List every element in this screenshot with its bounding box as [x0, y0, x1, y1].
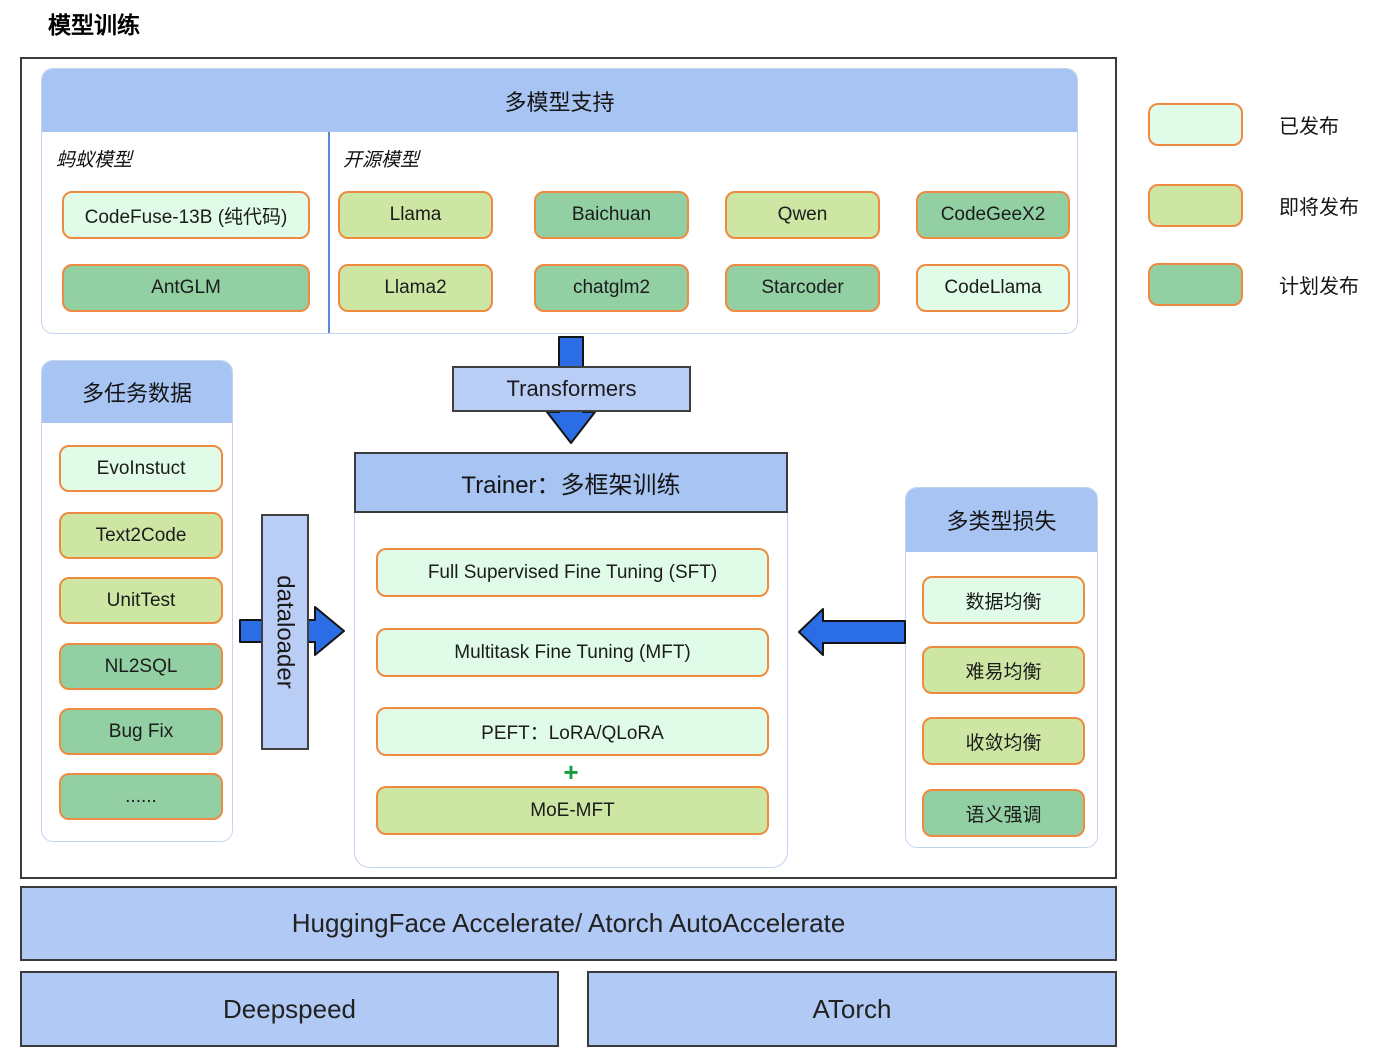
legend-label-released: 已发布: [1279, 116, 1339, 138]
model-box-starcoder: Starcoder: [725, 264, 880, 312]
task-box-unittest: UnitTest: [59, 577, 223, 624]
atorch-bar: ATorch: [587, 971, 1117, 1047]
legend-swatch-released: [1148, 103, 1243, 146]
multi-task-data-panel: 多任务数据 EvoInstuct Text2Code UnitTest NL2S…: [41, 360, 233, 842]
multi-loss-header: 多类型损失: [906, 488, 1097, 552]
transformers-box: Transformers: [452, 366, 691, 412]
legend-swatch-upcoming: [1148, 184, 1243, 227]
task-box-ellipsis: ......: [59, 773, 223, 820]
multi-loss-body: 数据均衡 难易均衡 收敛均衡 语义强调: [906, 552, 1097, 847]
loss-box-convergence-balance: 收敛均衡: [922, 717, 1085, 765]
trainer-box-sft: Full Supervised Fine Tuning (SFT): [376, 548, 769, 597]
task-box-evoinstuct: EvoInstuct: [59, 445, 223, 492]
trainer-box-mft: Multitask Fine Tuning (MFT): [376, 628, 769, 677]
task-box-nl2sql: NL2SQL: [59, 643, 223, 690]
loss-box-semantic-emphasis: 语义强调: [922, 789, 1085, 837]
trainer-panel: Trainer：多框架训练 Full Supervised Fine Tunin…: [354, 452, 788, 868]
column-divider: [328, 132, 330, 333]
ant-models-label: 蚂蚁模型: [56, 150, 133, 171]
trainer-box-peft: PEFT：LoRA/QLoRA: [376, 707, 769, 756]
loss-box-difficulty-balance: 难易均衡: [922, 646, 1085, 694]
model-box-chatglm2: chatglm2: [534, 264, 689, 312]
multi-model-support-panel: 多模型支持 蚂蚁模型 开源模型 CodeFuse-13B (纯代码) AntGL…: [41, 68, 1078, 334]
plus-sign: +: [563, 757, 579, 787]
dataloader-bar: dataloader: [261, 514, 309, 750]
legend-row-upcoming: 即将发布: [1148, 184, 1359, 227]
trainer-box-moe-mft: MoE-MFT: [376, 786, 769, 835]
multi-task-data-header: 多任务数据: [42, 361, 232, 423]
task-box-text2code: Text2Code: [59, 512, 223, 559]
deepspeed-bar: Deepspeed: [20, 971, 559, 1047]
model-box-llama2: Llama2: [338, 264, 493, 312]
legend-label-planned: 计划发布: [1279, 276, 1359, 298]
model-box-antglm: AntGLM: [62, 264, 310, 312]
loss-box-data-balance: 数据均衡: [922, 576, 1085, 624]
legend-row-planned: 计划发布: [1148, 263, 1359, 306]
trainer-header: Trainer：多框架训练: [354, 452, 788, 513]
model-box-codefuse-13b: CodeFuse-13B (纯代码): [62, 191, 310, 239]
multi-task-data-body: EvoInstuct Text2Code UnitTest NL2SQL Bug…: [42, 423, 232, 841]
multi-model-support-header: 多模型支持: [42, 69, 1077, 132]
model-box-baichuan: Baichuan: [534, 191, 689, 239]
page-title: 模型训练: [48, 12, 140, 38]
multi-loss-panel: 多类型损失 数据均衡 难易均衡 收敛均衡 语义强调: [905, 487, 1098, 848]
legend-label-upcoming: 即将发布: [1279, 197, 1359, 219]
open-models-label: 开源模型: [343, 150, 420, 171]
model-box-codegeex2: CodeGeeX2: [916, 191, 1070, 239]
legend-swatch-planned: [1148, 263, 1243, 306]
model-box-llama: Llama: [338, 191, 493, 239]
task-box-bug-fix: Bug Fix: [59, 708, 223, 755]
trainer-body: Full Supervised Fine Tuning (SFT) Multit…: [354, 513, 788, 868]
dataloader-label: dataloader: [272, 575, 299, 689]
model-box-codellama: CodeLlama: [916, 264, 1070, 312]
model-box-qwen: Qwen: [725, 191, 880, 239]
legend-row-released: 已发布: [1148, 103, 1339, 146]
accelerate-bar: HuggingFace Accelerate/ Atorch AutoAccel…: [20, 886, 1117, 961]
